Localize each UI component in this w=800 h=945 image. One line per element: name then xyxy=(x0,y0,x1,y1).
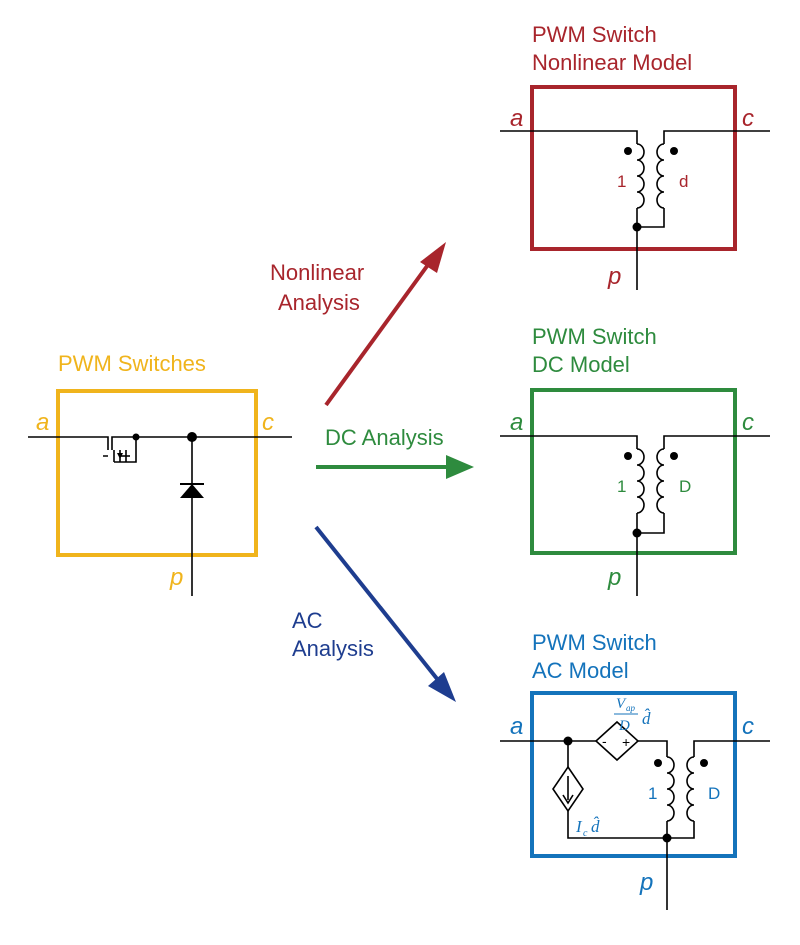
arrowhead-icon xyxy=(428,672,456,702)
ac-terminal-c: c xyxy=(742,713,754,740)
current-sub: c xyxy=(583,828,588,839)
mosfet-icon xyxy=(117,453,123,459)
ac-arrow: AC Analysis xyxy=(292,525,456,702)
voltage-factor: d̂ xyxy=(642,709,651,728)
pwm-switches-block: PWM Switches a c p xyxy=(28,351,292,596)
dot-icon xyxy=(670,147,678,155)
nonlinear-arrow-label-1: Nonlinear xyxy=(270,260,364,285)
nonlinear-title-1: PWM Switch xyxy=(532,22,657,47)
dot-icon xyxy=(670,452,678,460)
ac-title-1: PWM Switch xyxy=(532,630,657,655)
node-dot xyxy=(662,833,672,843)
ac-model-block: PWM Switch AC Model a c p 1 D - + V ap xyxy=(500,630,770,910)
current-factor: d̂ xyxy=(591,817,600,836)
node-dot xyxy=(632,528,642,538)
switches-node-dot-c xyxy=(187,432,197,442)
ac-box xyxy=(530,691,737,858)
nonlinear-turns-1: 1 xyxy=(617,172,626,191)
nonlinear-terminal-a: a xyxy=(510,105,523,132)
dc-terminal-p: p xyxy=(607,564,621,591)
voltage-den: D xyxy=(618,718,630,734)
nonlinear-model-block: PWM Switch Nonlinear Model a c p 1 d xyxy=(500,22,770,290)
dc-arrow: DC Analysis xyxy=(316,425,474,479)
node-dot xyxy=(632,222,642,232)
dc-terminal-a: a xyxy=(510,409,523,436)
switches-terminal-a: a xyxy=(36,409,49,436)
ac-terminal-p: p xyxy=(639,869,653,896)
voltage-source-label: V ap D d̂ xyxy=(614,696,651,734)
ac-arrow-label-2: Analysis xyxy=(292,636,374,661)
ac-turns-D: D xyxy=(708,784,720,803)
ac-wiring xyxy=(500,740,770,910)
dc-model-block: PWM Switch DC Model a c p 1 D xyxy=(500,324,770,596)
nonlinear-arrow: Nonlinear Analysis xyxy=(270,242,446,407)
diode-icon xyxy=(180,483,204,498)
dot-icon xyxy=(700,759,708,767)
nonlinear-terminal-c: c xyxy=(742,105,754,132)
current-source-icon xyxy=(552,758,584,820)
dc-turns-D: D xyxy=(679,477,691,496)
nonlinear-box xyxy=(530,85,737,251)
source-plus: + xyxy=(622,734,630,750)
current-source-label: I c d̂ xyxy=(575,817,600,839)
nonlinear-title-2: Nonlinear Model xyxy=(532,50,692,75)
dc-arrow-label: DC Analysis xyxy=(325,425,444,450)
voltage-num: V xyxy=(616,696,627,712)
dc-turns-1: 1 xyxy=(617,477,626,496)
switches-node-dot xyxy=(132,433,140,441)
dot-icon xyxy=(654,759,662,767)
dc-box xyxy=(530,388,737,555)
dc-wiring xyxy=(500,435,770,596)
voltage-num-sub: ap xyxy=(626,703,636,713)
switches-terminal-p: p xyxy=(169,564,183,591)
ac-turns-1: 1 xyxy=(648,784,657,803)
switches-terminal-c: c xyxy=(262,409,274,436)
nonlinear-turns-d: d xyxy=(679,172,688,191)
node-dot xyxy=(563,736,573,746)
nonlinear-arrow-label-2: Analysis xyxy=(278,290,360,315)
switches-box xyxy=(56,389,258,557)
dc-terminal-c: c xyxy=(742,409,754,436)
nonlinear-terminal-p: p xyxy=(607,263,621,290)
dc-title-2: DC Model xyxy=(532,352,630,377)
ac-arrow-label-1: AC xyxy=(292,608,323,633)
dot-icon xyxy=(624,452,632,460)
switches-title: PWM Switches xyxy=(58,351,206,376)
current-label: I xyxy=(575,817,583,836)
arrowhead-icon xyxy=(420,242,446,273)
source-minus: - xyxy=(602,733,607,749)
dot-icon xyxy=(624,147,632,155)
arrowhead-icon xyxy=(446,455,474,479)
nonlinear-wiring xyxy=(500,130,770,290)
ac-title-2: AC Model xyxy=(532,658,629,683)
switches-wiring xyxy=(28,436,292,596)
voltage-source-icon: - + xyxy=(594,720,640,762)
dc-title-1: PWM Switch xyxy=(532,324,657,349)
ac-terminal-a: a xyxy=(510,713,523,740)
